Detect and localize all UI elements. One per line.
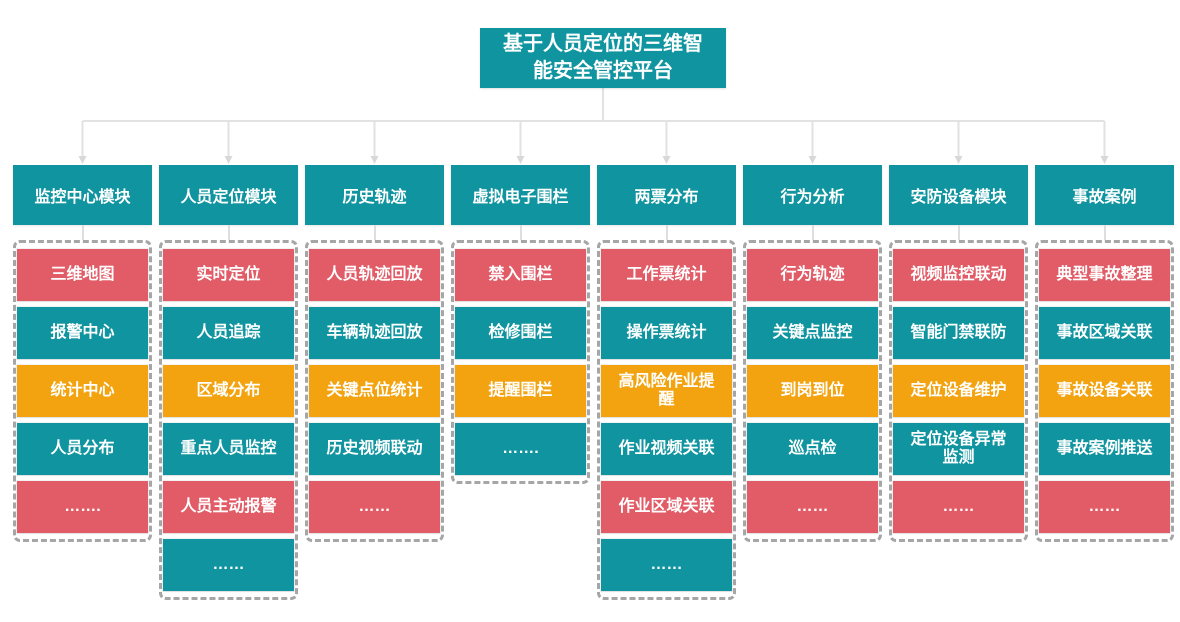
module-header: 虚拟电子围栏	[451, 165, 590, 225]
feature-node: 到岗到位	[747, 365, 878, 417]
module-items-group: 工作票统计操作票统计高风险作业提醒作业视频关联作业区域关联 ……	[597, 240, 736, 600]
feature-node: 人员主动报警	[163, 481, 294, 533]
feature-node: ……	[1039, 481, 1170, 533]
feature-node: ……	[309, 481, 440, 533]
module-column-1: 人员定位模块实时定位人员追踪区域分布重点人员监控人员主动报警 ……	[159, 165, 298, 600]
feature-node: 提醒围栏	[455, 365, 586, 417]
feature-node: 人员追踪	[163, 307, 294, 359]
columns-row: 监控中心模块三维地图报警中心统计中心人员分布…….人员定位模块实时定位人员追踪区…	[13, 165, 1174, 600]
module-column-7: 事故案例典型事故整理事故区域关联事故设备关联事故案例推送 ……	[1035, 165, 1174, 600]
feature-node: 操作票统计	[601, 307, 732, 359]
header-to-group-connector	[1103, 225, 1106, 240]
module-column-2: 历史轨迹人员轨迹回放车辆轨迹回放关键点位统计历史视频联动 ……	[305, 165, 444, 600]
feature-node: 智能门禁联防	[893, 307, 1024, 359]
feature-node: 车辆轨迹回放	[309, 307, 440, 359]
header-to-group-connector	[81, 225, 84, 240]
feature-node: 禁入围栏	[455, 249, 586, 301]
module-items-group: 实时定位人员追踪区域分布重点人员监控人员主动报警 ……	[159, 240, 298, 600]
module-items-group: 人员轨迹回放车辆轨迹回放关键点位统计历史视频联动 ……	[305, 240, 444, 542]
feature-node: ……	[893, 481, 1024, 533]
feature-node: 重点人员监控	[163, 423, 294, 475]
module-items-group: 行为轨迹关键点监控到岗到位巡点检 ……	[743, 240, 882, 542]
feature-node: 定位设备维护	[893, 365, 1024, 417]
module-items-group: 视频监控联动智能门禁联防定位设备维护定位设备异常监测 ……	[889, 240, 1028, 542]
feature-node: ……	[163, 539, 294, 591]
feature-node: 检修围栏	[455, 307, 586, 359]
module-column-4: 两票分布工作票统计操作票统计高风险作业提醒作业视频关联作业区域关联 ……	[597, 165, 736, 600]
module-header: 两票分布	[597, 165, 736, 225]
feature-node: 视频监控联动	[893, 249, 1024, 301]
module-items-group: 三维地图报警中心统计中心人员分布 …….	[13, 240, 152, 542]
header-to-group-connector	[373, 225, 376, 240]
feature-node: …….	[17, 481, 148, 533]
header-to-group-connector	[811, 225, 814, 240]
feature-node: 实时定位	[163, 249, 294, 301]
feature-node: 事故设备关联	[1039, 365, 1170, 417]
feature-node: 定位设备异常监测	[893, 423, 1024, 475]
feature-node: 行为轨迹	[747, 249, 878, 301]
module-header: 行为分析	[743, 165, 882, 225]
feature-node: 人员轨迹回放	[309, 249, 440, 301]
feature-node: 高风险作业提醒	[601, 365, 732, 417]
feature-node: 区域分布	[163, 365, 294, 417]
module-header: 事故案例	[1035, 165, 1174, 225]
feature-node: 统计中心	[17, 365, 148, 417]
feature-node: 人员分布	[17, 423, 148, 475]
module-header: 安防设备模块	[889, 165, 1028, 225]
feature-node: 工作票统计	[601, 249, 732, 301]
feature-node: 事故区域关联	[1039, 307, 1170, 359]
module-header: 人员定位模块	[159, 165, 298, 225]
feature-node: 巡点检	[747, 423, 878, 475]
feature-node: 作业区域关联	[601, 481, 732, 533]
module-items-group: 典型事故整理事故区域关联事故设备关联事故案例推送 ……	[1035, 240, 1174, 542]
feature-node: 事故案例推送	[1039, 423, 1170, 475]
header-to-group-connector	[227, 225, 230, 240]
header-to-group-connector	[957, 225, 960, 240]
feature-node: ……	[747, 481, 878, 533]
module-column-5: 行为分析行为轨迹关键点监控到岗到位巡点检 ……	[743, 165, 882, 600]
module-column-0: 监控中心模块三维地图报警中心统计中心人员分布 …….	[13, 165, 152, 600]
module-header: 历史轨迹	[305, 165, 444, 225]
feature-node: 历史视频联动	[309, 423, 440, 475]
feature-node: 三维地图	[17, 249, 148, 301]
feature-node: …….	[455, 423, 586, 475]
module-items-group: 禁入围栏检修围栏提醒围栏 …….	[451, 240, 590, 484]
feature-node: 作业视频关联	[601, 423, 732, 475]
root-node-platform-title: 基于人员定位的三维智能安全管控平台	[480, 28, 726, 88]
module-column-3: 虚拟电子围栏禁入围栏检修围栏提醒围栏 …….	[451, 165, 590, 600]
module-column-6: 安防设备模块视频监控联动智能门禁联防定位设备维护定位设备异常监测 ……	[889, 165, 1028, 600]
feature-node: 关键点监控	[747, 307, 878, 359]
feature-node: 报警中心	[17, 307, 148, 359]
header-to-group-connector	[519, 225, 522, 240]
feature-node: 典型事故整理	[1039, 249, 1170, 301]
feature-node: ……	[601, 539, 732, 591]
feature-node: 关键点位统计	[309, 365, 440, 417]
module-header: 监控中心模块	[13, 165, 152, 225]
header-to-group-connector	[665, 225, 668, 240]
